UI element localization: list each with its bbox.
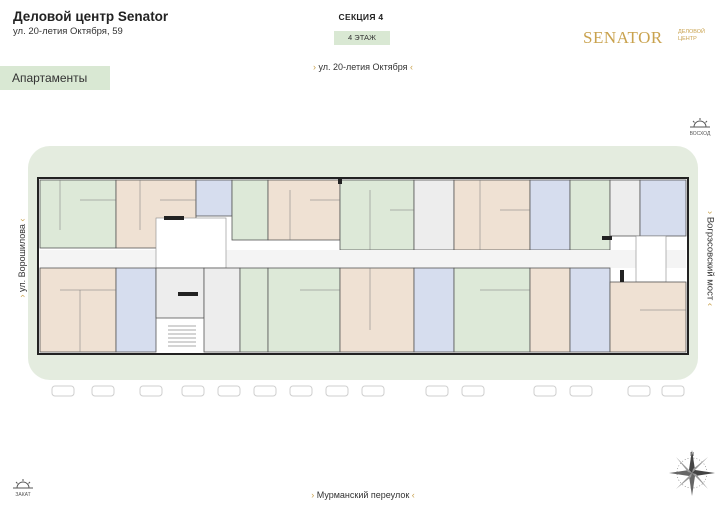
unit-5[interactable]	[267, 179, 341, 241]
unit-19[interactable]	[339, 267, 415, 353]
logo-subtitle: ДЕЛОВОЙ ЦЕНТР	[678, 29, 705, 42]
unit-21[interactable]	[453, 267, 531, 353]
unit-7[interactable]	[413, 179, 455, 251]
unit-8[interactable]	[453, 179, 531, 251]
unit-18[interactable]	[267, 267, 341, 353]
unit-12[interactable]	[639, 179, 687, 237]
building-address: ул. 20-летия Октября, 59	[13, 26, 123, 37]
sunset-icon	[13, 479, 33, 489]
unit-24[interactable]	[609, 281, 687, 353]
unit-14[interactable]	[115, 267, 157, 353]
structural-walls	[164, 178, 624, 296]
unit-1[interactable]	[39, 179, 117, 249]
bottom-unit-row	[39, 267, 687, 353]
street-label-bottom: › Мурманский переулок ‹	[311, 490, 415, 500]
corridor	[40, 250, 686, 268]
unit-16[interactable]	[203, 267, 241, 353]
elevator-hall	[155, 217, 227, 269]
unit-20[interactable]	[413, 267, 455, 353]
unit-9[interactable]	[529, 179, 571, 251]
unit-4[interactable]	[231, 179, 269, 241]
compass-rose-icon: N	[669, 450, 715, 496]
top-unit-row	[39, 179, 687, 251]
floor-badge[interactable]: 4 ЭТАЖ	[334, 31, 390, 45]
logo-name: SENATOR	[583, 28, 663, 47]
section-label: СЕКЦИЯ 4	[338, 12, 384, 22]
unit-23[interactable]	[569, 267, 611, 353]
stair-hatching	[168, 325, 196, 347]
sunset-marker: ЗАКАТ	[8, 478, 38, 498]
unit-6[interactable]	[339, 179, 415, 251]
unit-22[interactable]	[529, 267, 571, 353]
unit-17[interactable]	[239, 267, 269, 353]
unit-13[interactable]	[39, 267, 117, 353]
sunrise-marker: ВОСХОД	[685, 117, 715, 137]
stair-core	[635, 235, 667, 283]
unit-11[interactable]	[609, 179, 641, 237]
interior-walls	[59, 180, 686, 352]
parking-row	[51, 385, 685, 397]
svg-text:N: N	[690, 452, 694, 458]
senator-logo: SENATOR ДЕЛОВОЙ ЦЕНТР	[583, 28, 705, 48]
sunrise-icon	[690, 118, 710, 128]
page-title: Деловой центр Senator	[13, 9, 169, 24]
street-label-top: › ул. 20-летия Октября ‹	[312, 62, 414, 72]
category-badge[interactable]: Апартаменты	[0, 66, 110, 90]
unit-3[interactable]	[195, 179, 233, 217]
